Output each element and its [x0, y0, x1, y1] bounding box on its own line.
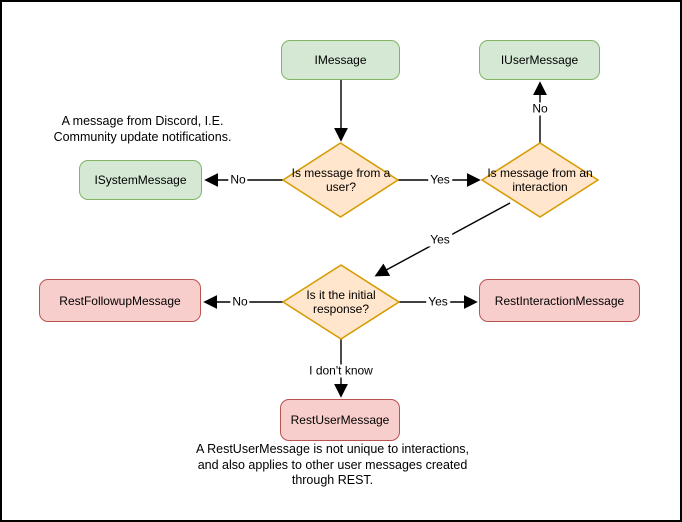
- node-restinteractionmessage: RestInteractionMessage: [479, 279, 640, 322]
- decision-label-from-user: Is message from a user?: [291, 166, 391, 194]
- edge-label-no-followup: No: [230, 294, 250, 309]
- note-rest-user-message-line1: A RestUserMessage is not unique to inter…: [195, 442, 470, 456]
- edge-label-yes-interaction: Yes: [428, 172, 452, 187]
- decision-label-from-interaction: Is message from an interaction: [487, 166, 593, 194]
- edge-label-dont-know: I don't know: [307, 363, 375, 378]
- note-system-message: A message from Discord, I.E. Community u…: [40, 114, 245, 145]
- edge-label-yes-initial: Yes: [428, 232, 452, 247]
- node-isystemmessage: ISystemMessage: [79, 160, 202, 200]
- node-restusermessage: RestUserMessage: [280, 399, 400, 441]
- note-system-message-line2: Community update notifications.: [53, 129, 232, 144]
- decision-label-initial-response: Is it the initial response?: [306, 288, 376, 316]
- edge-label-yes-restinteraction: Yes: [426, 294, 450, 309]
- note-rest-user-message: A RestUserMessage is not unique to inter…: [185, 442, 480, 489]
- edge-label-no-system: No: [228, 172, 248, 187]
- node-restfollowupmessage: RestFollowupMessage: [39, 279, 201, 322]
- node-iusermessage: IUserMessage: [479, 40, 600, 80]
- node-imessage: IMessage: [281, 40, 400, 80]
- edge-label-no-usermessage: No: [530, 101, 550, 116]
- note-system-message-line1: A message from Discord, I.E.: [61, 114, 224, 128]
- note-rest-user-message-line3: through REST.: [291, 473, 374, 487]
- note-rest-user-message-line2: and also applies to other user messages …: [197, 457, 468, 472]
